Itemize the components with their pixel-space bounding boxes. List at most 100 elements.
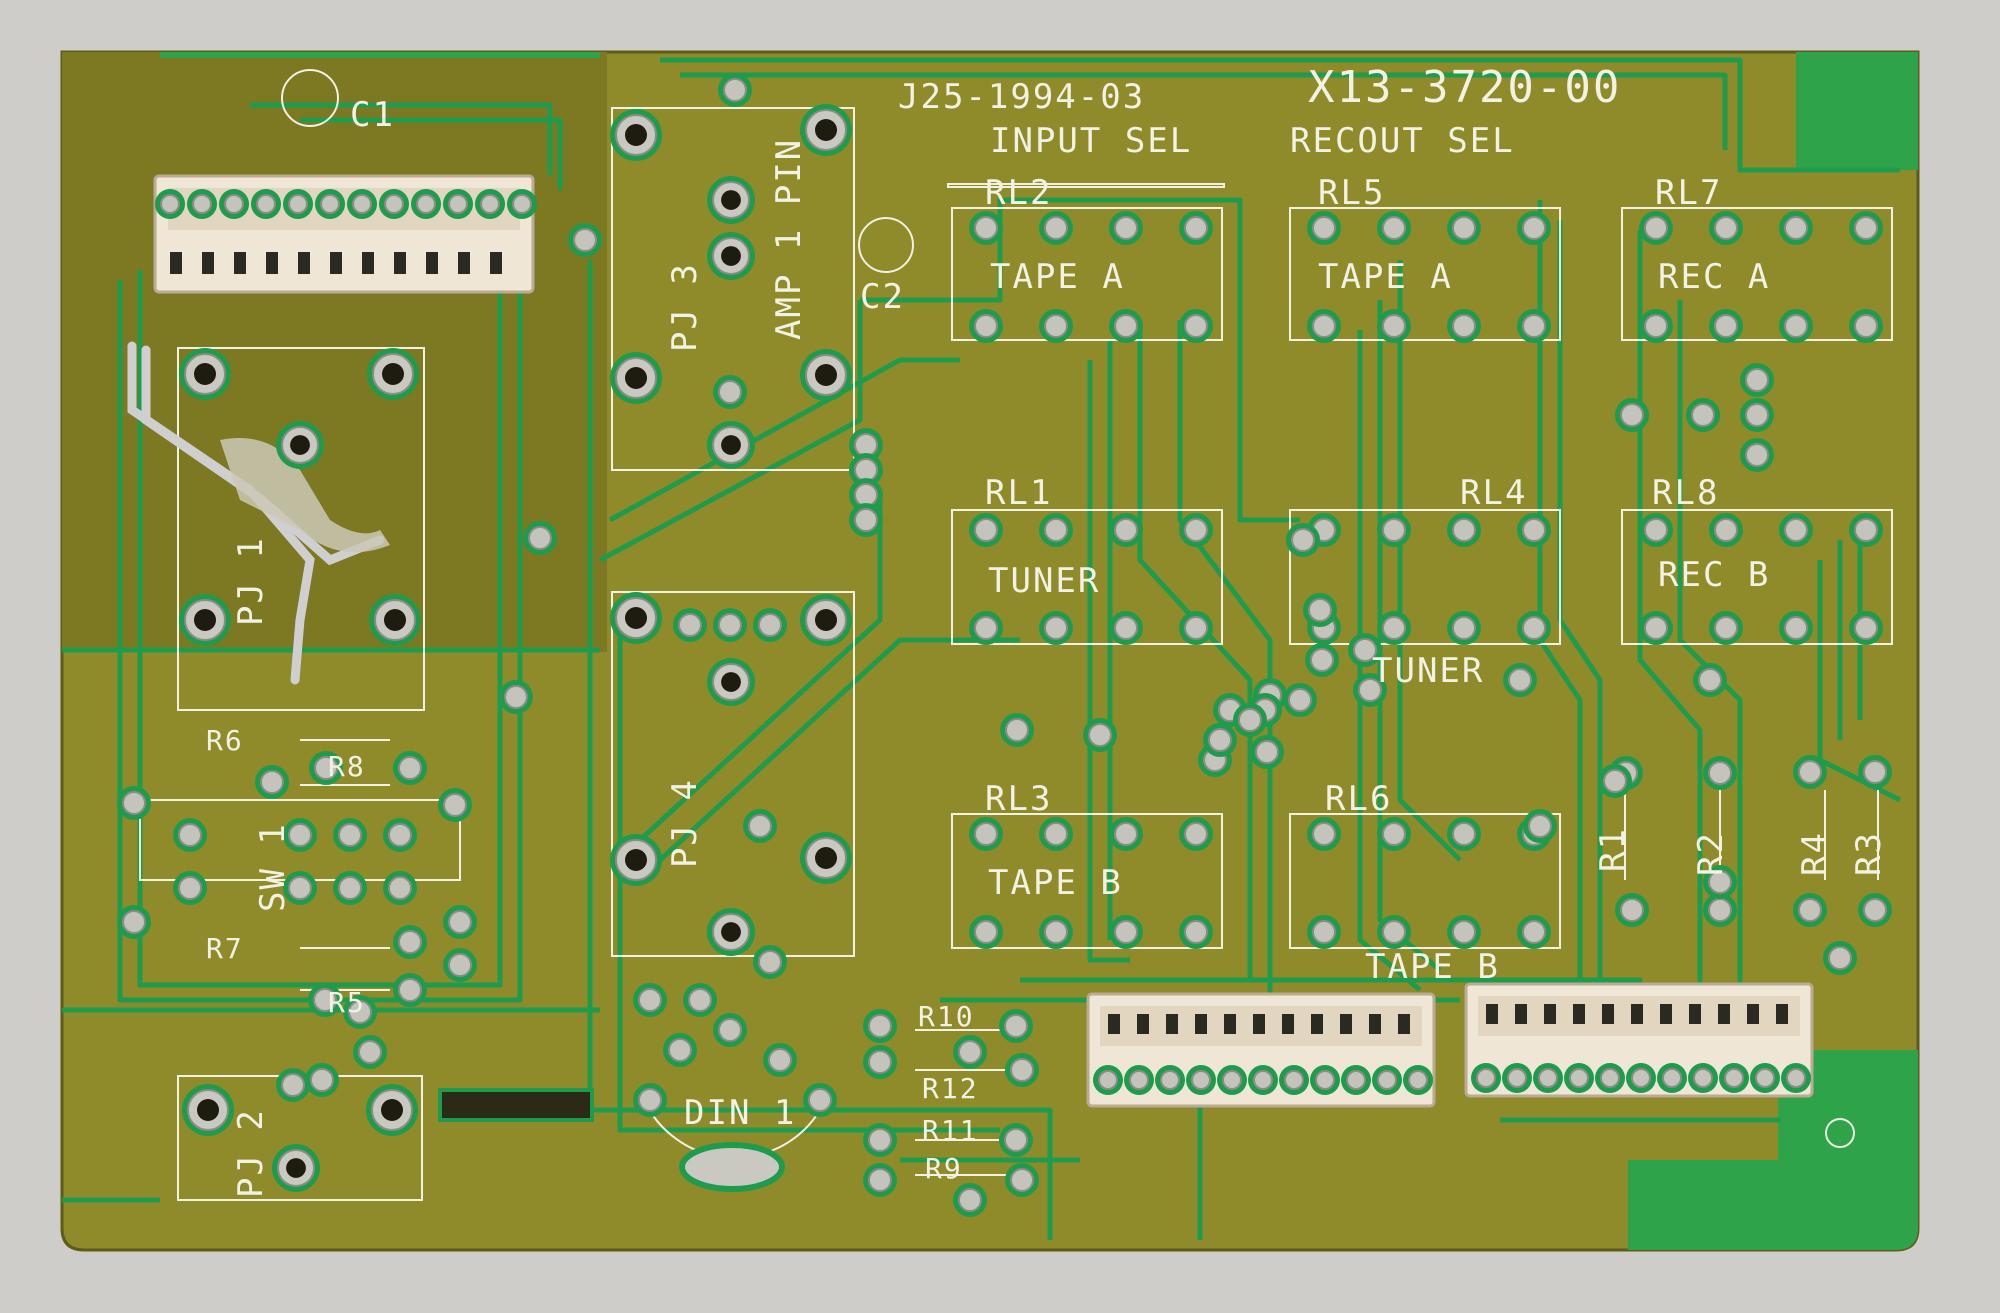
solder-pad	[320, 194, 340, 214]
connector-slot	[1602, 1004, 1614, 1024]
solder-pad	[723, 78, 747, 102]
solder-pad	[160, 194, 180, 214]
solder-pad	[1310, 648, 1334, 672]
solder-pad	[1184, 216, 1208, 240]
solder-pad	[758, 613, 782, 637]
din-oval-pad	[679, 1142, 785, 1192]
rl6-label: RL6	[1325, 779, 1392, 819]
rl5-label: RL5	[1318, 173, 1385, 213]
connector-slot	[1195, 1014, 1207, 1034]
solder-pad	[1238, 708, 1262, 732]
solder-pad	[1452, 314, 1476, 338]
connector-slot	[266, 252, 278, 274]
solder-pad	[868, 1128, 892, 1152]
connector-slot	[1718, 1004, 1730, 1024]
solder-pad	[854, 508, 878, 532]
tape-a-label-2: TAPE A	[1318, 257, 1453, 297]
c2-label: C2	[860, 277, 905, 317]
solder-pad	[768, 1048, 792, 1072]
solder-pad	[1408, 1070, 1428, 1090]
solder-pad	[288, 194, 308, 214]
solder-pad	[122, 791, 146, 815]
solder-pad	[1452, 822, 1476, 846]
solder-pad	[1724, 1068, 1744, 1088]
connector-slot	[1544, 1004, 1556, 1024]
connector-slot	[394, 252, 406, 274]
solder-pad	[256, 194, 276, 214]
connector-slot	[1282, 1014, 1294, 1034]
r6-label: R6	[206, 724, 244, 757]
solder-pad	[1714, 518, 1738, 542]
solder-pad	[1644, 216, 1668, 240]
solder-pad	[443, 793, 467, 817]
pj2-label: PJ 2	[231, 1108, 271, 1198]
din1-label: DIN 1	[684, 1093, 796, 1133]
pad-hole	[721, 246, 741, 266]
connector-slot	[1137, 1014, 1149, 1034]
solder-pad	[1044, 216, 1068, 240]
solder-pad	[1382, 920, 1406, 944]
solder-pad	[1854, 616, 1878, 640]
solder-pad	[1522, 314, 1546, 338]
solder-pad	[638, 1088, 662, 1112]
solder-pad	[974, 216, 998, 240]
solder-pad	[718, 1018, 742, 1042]
solder-pad	[1005, 718, 1029, 742]
solder-pad	[1522, 518, 1546, 542]
connector-slot	[1631, 1004, 1643, 1024]
r1-label: R1	[1593, 827, 1633, 872]
solder-pad	[1044, 822, 1068, 846]
rl1-label: RL1	[985, 473, 1052, 513]
solder-pad	[678, 613, 702, 637]
solder-pad	[1382, 216, 1406, 240]
solder-pad	[398, 978, 422, 1002]
solder-pad	[1714, 616, 1738, 640]
solder-pad	[1044, 920, 1068, 944]
solder-pad	[974, 518, 998, 542]
solder-pad	[718, 613, 742, 637]
r8-label: R8	[328, 750, 366, 783]
connector-slot	[234, 252, 246, 274]
r5-label: R5	[328, 986, 366, 1019]
green-corner-bottom-right	[1628, 1050, 1918, 1250]
connector-slot	[1224, 1014, 1236, 1034]
rl8-label: RL8	[1652, 473, 1719, 513]
solder-pad	[1114, 616, 1138, 640]
solder-pad	[1644, 616, 1668, 640]
solder-pad	[1644, 314, 1668, 338]
solder-pad	[1377, 1070, 1397, 1090]
jumper-bar	[438, 1088, 594, 1122]
solder-pad	[1004, 1128, 1028, 1152]
solder-pad	[1288, 688, 1312, 712]
solder-pad	[808, 1088, 832, 1112]
part-number-1: J25-1994-03	[898, 77, 1145, 117]
solder-pad	[1308, 598, 1332, 622]
solder-pad	[1044, 616, 1068, 640]
connector-slot	[1398, 1014, 1410, 1034]
green-corner-top-right	[1796, 52, 1918, 170]
r10-label: R10	[918, 1000, 975, 1033]
rl7-label: RL7	[1655, 173, 1722, 213]
connector-slot	[1253, 1014, 1265, 1034]
solder-pad	[1569, 1068, 1589, 1088]
connector-slot	[1108, 1014, 1120, 1034]
tape-a-label-1: TAPE A	[990, 257, 1125, 297]
solder-pad	[1745, 443, 1769, 467]
solder-pad	[573, 228, 597, 252]
solder-pad	[388, 823, 412, 847]
solder-pad	[1191, 1070, 1211, 1090]
connector-slot	[1369, 1014, 1381, 1034]
pad-hole	[815, 609, 837, 631]
connector-slot	[1166, 1014, 1178, 1034]
pj1-label: PJ 1	[231, 536, 271, 626]
pad-hole	[721, 672, 741, 692]
pad-hole	[290, 435, 310, 455]
connector-slot	[490, 252, 502, 274]
pad-hole	[625, 124, 647, 146]
solder-pad	[1160, 1070, 1180, 1090]
solder-pad	[1784, 216, 1808, 240]
solder-pad	[958, 1188, 982, 1212]
solder-pad	[1129, 1070, 1149, 1090]
solder-pad	[313, 988, 337, 1012]
